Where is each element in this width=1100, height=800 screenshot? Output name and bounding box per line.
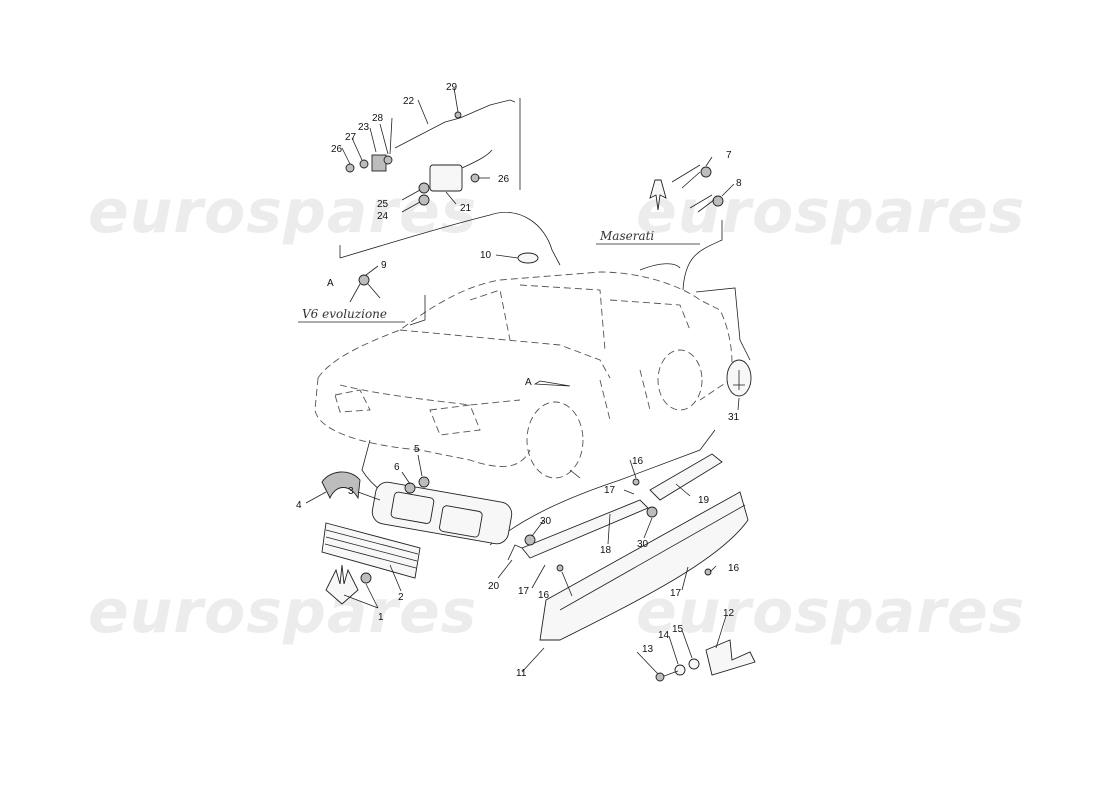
watermark-top-right: eurospares [636,177,1025,247]
callout-5: 5 [414,444,420,455]
callout-9: 9 [381,260,387,271]
callout-30-b: 30 [637,539,649,550]
callout-2: 2 [398,592,404,603]
callout-25: 25 [377,199,389,210]
washer-part-27 [359,159,369,169]
side-sill-group [507,453,756,682]
watermark-bottom-left: eurospares [88,577,477,647]
bracket-part-12 [705,639,756,676]
callout-6: 6 [394,462,400,473]
washer-part-14 [674,664,686,676]
nozzle-part-24 [418,194,430,206]
callout-24: 24 [377,211,389,222]
bracket-part-20 [507,544,523,561]
watermark-bottom-right: eurospares [636,577,1025,647]
callout-8: 8 [736,178,742,189]
callout-18: 18 [600,545,612,556]
bracket-part-23 [371,154,387,172]
sill-cover-part-11 [539,491,749,641]
callout-22: 22 [403,96,415,107]
callout-1: 1 [378,612,384,623]
callout-30-a: 30 [540,516,552,527]
bolt-part-26-left [345,163,355,173]
callout-16-a: 16 [632,456,644,467]
watermark-top-left: eurospares [88,177,477,247]
washer-pump-part-21 [429,164,463,192]
v6-badge-group: V6 evoluzione A A [298,274,571,388]
callout-16-b: 16 [538,590,550,601]
callout-19: 19 [698,495,710,506]
callout-23: 23 [358,122,370,133]
grille-surround-part-4 [321,471,361,500]
sill-bracket-part-18 [521,499,649,559]
callout-21: 21 [460,203,472,214]
callout-10: 10 [480,250,492,261]
callout-17-b: 17 [518,586,530,597]
callout-26-b: 26 [498,174,510,185]
sill-plate-part-19 [649,453,723,501]
detail-a-marker: A [327,278,334,289]
grille-part-2 [321,522,421,579]
callout-31: 31 [728,412,740,423]
callout-11: 11 [516,668,527,679]
screw-part-16-b [556,564,564,572]
clip-part-30-b [646,506,658,518]
washer-part-15 [688,658,700,670]
callout-12: 12 [723,608,735,619]
clip-part-28 [383,155,393,165]
clip-part-29 [454,111,462,119]
screw-part-16-a [632,478,640,486]
callout-26-a: 26 [331,144,343,155]
callout-16-c: 16 [728,563,740,574]
watermark-group: eurospares eurospares eurospares eurospa… [88,177,1025,647]
callout-14: 14 [658,630,670,641]
trident-emblem-part-7 [649,179,667,211]
callout-17-c: 17 [670,588,682,599]
grommet-part-25 [418,182,430,194]
callout-15: 15 [672,624,684,635]
trident-emblem-part-1 [325,564,359,605]
car-a-marker: A [525,377,532,388]
callout-labels: 1 2 3 4 5 6 7 8 9 10 11 12 13 14 15 16 1… [296,82,742,679]
bolt-part-13 [655,672,665,682]
callout-17-a: 17 [604,485,616,496]
car-outline [314,271,733,479]
callout-7: 7 [726,150,732,161]
clip-part-30-a [524,534,536,546]
emblems: Maserati [596,164,752,397]
front-grille-group [321,471,513,605]
callout-28: 28 [372,113,384,124]
v6-badge-part-9: V6 evoluzione [302,307,387,321]
screw-part-16-c [704,568,712,576]
callout-4: 4 [296,500,302,511]
callout-29: 29 [446,82,458,93]
bolt-part-26-right [470,173,480,183]
washer-assembly [345,99,516,206]
leader-lines [305,87,740,675]
callout-20: 20 [488,581,500,592]
callout-13: 13 [642,644,654,655]
callout-27: 27 [345,132,357,143]
fuel-cap-part-10 [517,252,539,264]
nut-part-5 [418,476,430,488]
callout-3: 3 [348,486,354,497]
nut-part-6 [404,482,416,494]
maserati-badge-part-8: Maserati [599,229,654,243]
washer-hose-part-22 [394,117,461,149]
